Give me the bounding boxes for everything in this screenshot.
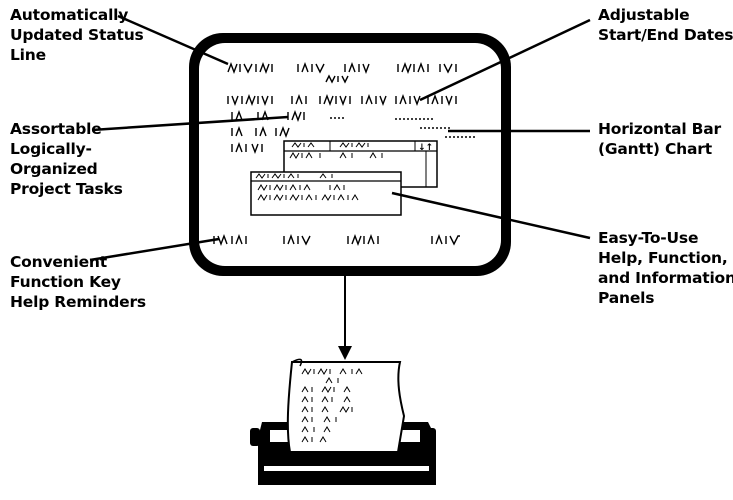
printer-left-knob [250,428,260,446]
callout-dates: Adjustable Start/End Dates [598,6,733,44]
leader-tasks [91,115,289,132]
callout-status-line: Automatically Updated Status Line [10,6,144,64]
callout-tasks: Assortable Logically- Organized Project … [10,120,123,198]
printed-page-text [301,368,363,443]
scroll-arrows-icon: ↓↑ [418,143,433,153]
printer [250,358,436,485]
output-arrow [338,276,352,360]
leader-panels [391,191,591,240]
help-panel [250,171,402,216]
leader-dates [419,18,591,102]
printed-page [286,361,406,453]
date-header-text [227,94,457,106]
screen-content [213,62,475,246]
task-rows-text [231,110,305,154]
callout-gantt: Horizontal Bar (Gantt) Chart [598,120,721,158]
leader-lines [89,14,591,262]
leader-function-keys [89,237,220,262]
callout-panels: Easy-To-Use Help, Function, and Informat… [598,229,733,307]
callout-function-keys: Convenient Function Key Help Reminders [10,253,146,311]
printer-right-knob [426,428,436,446]
leader-status-line [117,14,229,66]
gantt-bars [330,117,475,138]
status-line-text [227,62,457,84]
